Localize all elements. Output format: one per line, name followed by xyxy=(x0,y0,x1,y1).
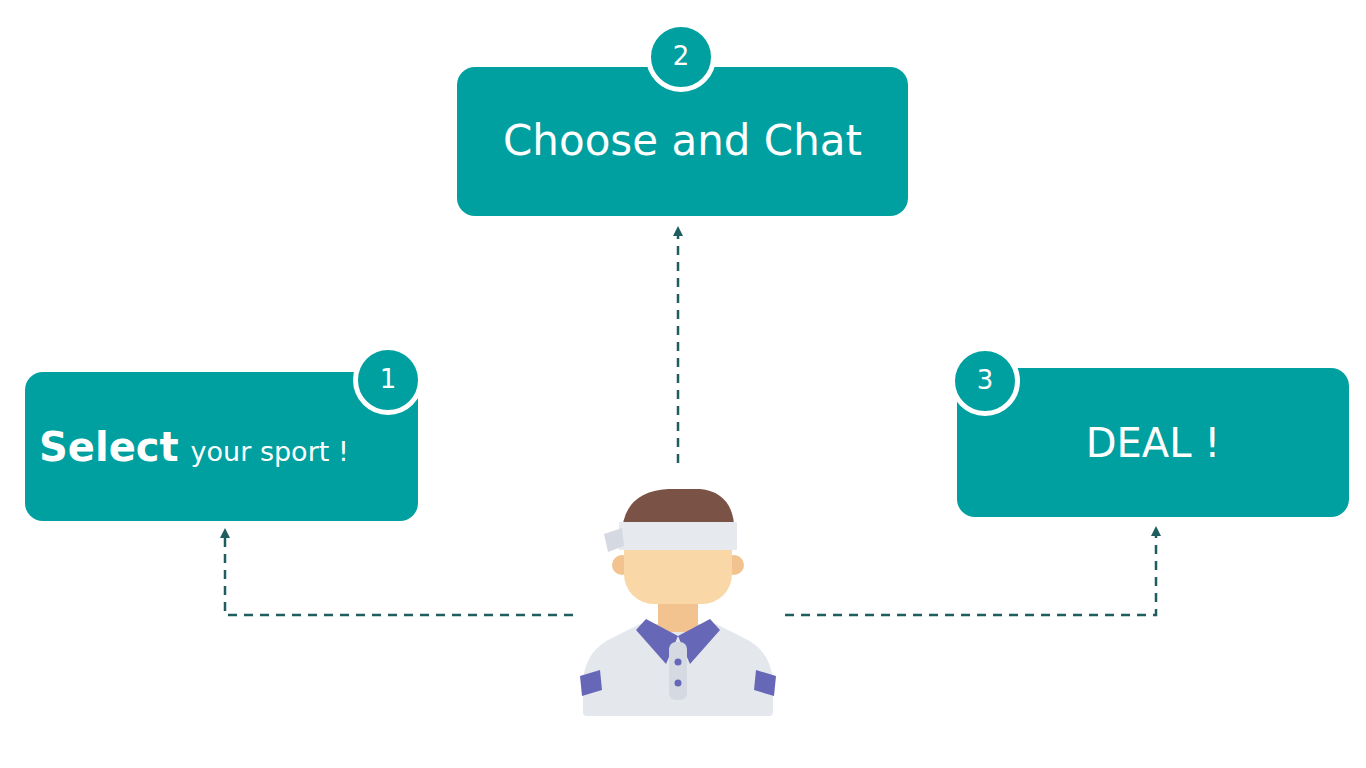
sleeve-band xyxy=(580,670,602,696)
step-title: Choose and Chat xyxy=(503,117,862,165)
step-title: Select xyxy=(39,424,179,470)
step-number-circle: 2 xyxy=(646,22,716,92)
dashed-arrow xyxy=(225,533,573,615)
shirt xyxy=(583,624,773,716)
player-figure xyxy=(580,489,776,716)
step-number: 2 xyxy=(673,42,690,72)
dashed-arrow xyxy=(677,231,680,463)
button xyxy=(675,659,682,666)
sleeve-band xyxy=(754,670,776,696)
step-number: 3 xyxy=(977,366,994,396)
dashed-arrow xyxy=(785,531,1156,615)
step-title: DEAL ! xyxy=(1086,420,1220,466)
step-number: 1 xyxy=(380,365,397,395)
headband xyxy=(619,522,737,550)
button xyxy=(675,680,682,687)
step-number-circle: 1 xyxy=(353,345,423,415)
step-text: your sport ! xyxy=(191,436,349,467)
headband-tail xyxy=(604,528,624,552)
placket xyxy=(669,642,687,700)
step-number-circle: 3 xyxy=(950,346,1020,416)
